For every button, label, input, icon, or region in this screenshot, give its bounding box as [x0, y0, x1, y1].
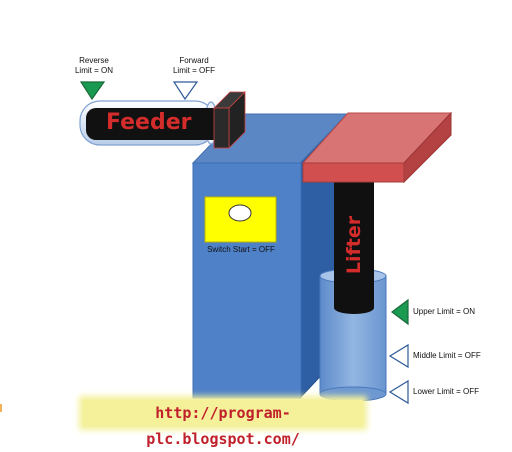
reverse-limit-label-line1: Reverse	[79, 56, 109, 65]
platform-front-face	[302, 162, 405, 183]
forward-limit-label: Forward Limit = OFF	[162, 56, 226, 76]
upper-limit-sensor-icon	[391, 298, 409, 326]
feeder-label: Feeder	[106, 110, 192, 135]
lifter-label: Lifter	[343, 215, 365, 275]
reverse-limit-sensor-icon	[79, 81, 106, 101]
upper-limit-label: Upper Limit = ON	[413, 307, 476, 316]
lifter-cylinder-bottom	[319, 386, 387, 402]
blog-url-link[interactable]: http://program-plc.blogspot.com/	[83, 400, 363, 448]
lifter-rod	[334, 178, 374, 308]
middle-limit-sensor-icon	[388, 343, 409, 369]
feeder-rod	[86, 108, 224, 140]
switch-start-button[interactable]	[228, 204, 252, 222]
forward-limit-label-line2: Limit = OFF	[172, 66, 215, 75]
feeder-pusher-front	[213, 107, 230, 149]
lifter-rod-bottom	[334, 302, 374, 314]
reverse-limit-label: Reverse Limit = ON	[62, 56, 126, 76]
middle-limit-label: Middle Limit = OFF	[413, 351, 481, 360]
forward-limit-label-line1: Forward	[179, 56, 209, 65]
reverse-limit-label-line2: Limit = ON	[74, 66, 113, 75]
lower-limit-label: Lower Limit = OFF	[413, 387, 480, 396]
switch-start-label: Switch Start = OFF	[207, 245, 275, 254]
forward-limit-sensor-icon	[172, 81, 199, 101]
edge-marker	[0, 404, 2, 412]
lower-limit-sensor-icon	[388, 379, 409, 405]
